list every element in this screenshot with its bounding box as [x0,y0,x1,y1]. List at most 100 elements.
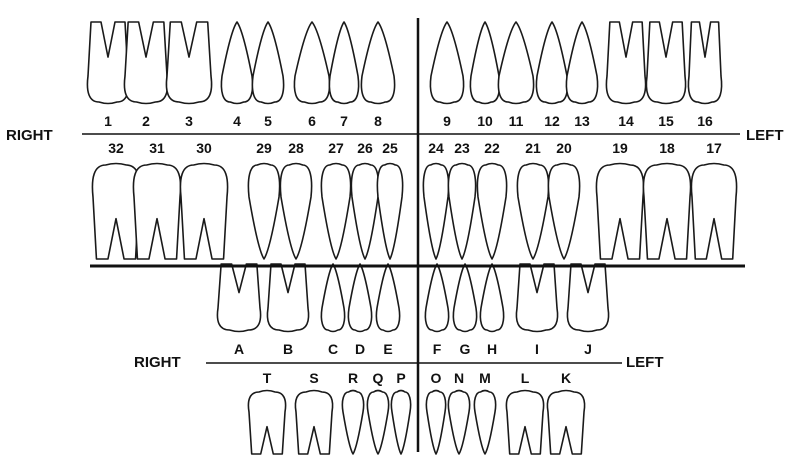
upper-permanent-tooth-label: 7 [340,113,348,129]
lower-permanent-tooth-18 [643,164,690,260]
upper-permanent-tooth-label: 2 [142,113,150,129]
lower-permanent-tooth-label: 18 [659,140,675,156]
lower-permanent-tooth-label: 31 [149,140,165,156]
upper-primary-tooth-label: D [355,341,365,357]
lower-permanent-tooth-25 [377,164,402,260]
upper-permanent-tooth-4 [221,22,252,104]
lower-primary-tooth-label: R [348,370,358,386]
lower-permanent-tooth-24 [423,164,448,260]
upper-permanent-tooth-label: 12 [544,113,560,129]
upper-permanent-tooth-7 [329,22,358,104]
lower-permanent-tooth-28 [280,164,311,260]
permanent-left-label: LEFT [746,127,784,144]
primary-left-label: LEFT [626,354,664,371]
upper-permanent-tooth-label: 11 [509,113,524,129]
lower-permanent-tooth-label: 29 [256,140,272,156]
upper-primary-tooth-I [516,264,557,332]
lower-permanent-tooth-26 [351,164,378,260]
lower-permanent-tooth-label: 21 [525,140,541,156]
lower-permanent-tooth-label: 23 [454,140,470,156]
upper-permanent-tooth-13 [566,22,597,104]
upper-primary-tooth-label: G [460,341,471,357]
upper-primary-tooth-E [376,264,399,332]
upper-primary-tooth-label: H [487,341,497,357]
lower-primary-tooth-O [426,391,445,455]
upper-permanent-tooth-label: 6 [308,113,316,129]
upper-primary-tooth-F [425,264,448,332]
upper-primary-tooth-label: E [383,341,392,357]
upper-permanent-tooth-9 [430,22,463,104]
upper-permanent-tooth-label: 13 [574,113,590,129]
upper-primary-tooth-label: I [535,341,539,357]
upper-primary-tooth-label: F [433,341,442,357]
lower-permanent-tooth-label: 20 [556,140,572,156]
upper-primary-tooth-label: C [328,341,338,357]
upper-permanent-tooth-3 [166,22,211,104]
upper-permanent-tooth-2 [124,22,167,104]
upper-permanent-tooth-5 [252,22,283,104]
upper-primary-tooth-A [217,264,260,332]
upper-permanent-tooth-label: 4 [233,113,241,129]
upper-primary-tooth-H [480,264,503,332]
permanent-right-label: RIGHT [6,127,53,144]
lower-permanent-tooth-20 [548,164,579,260]
lower-primary-tooth-L [506,391,543,455]
upper-permanent-tooth-label: 15 [658,113,674,129]
upper-permanent-tooth-label: 8 [374,113,382,129]
lower-primary-tooth-label: M [479,370,491,386]
lower-primary-tooth-label: N [454,370,464,386]
primary-right-label: RIGHT [134,354,181,371]
upper-permanent-tooth-16 [688,22,721,104]
lower-primary-tooth-label: O [431,370,442,386]
lower-primary-tooth-P [391,391,410,455]
upper-permanent-tooth-15 [646,22,685,104]
upper-permanent-tooth-10 [470,22,499,104]
lower-permanent-tooth-label: 25 [382,140,398,156]
upper-permanent-tooth-1 [87,22,128,104]
upper-permanent-tooth-label: 9 [443,113,451,129]
lower-permanent-tooth-32 [92,164,139,260]
lower-permanent-tooth-22 [477,164,506,260]
lower-permanent-tooth-label: 24 [428,140,444,156]
lower-permanent-tooth-label: 17 [706,140,722,156]
upper-permanent-tooth-12 [536,22,567,104]
upper-permanent-tooth-label: 10 [477,113,493,129]
lower-permanent-tooth-27 [321,164,350,260]
lower-permanent-tooth-label: 30 [196,140,212,156]
lower-primary-tooth-M [474,391,495,455]
lower-primary-tooth-K [547,391,584,455]
lower-primary-tooth-S [295,391,332,455]
upper-primary-tooth-label: A [234,341,244,357]
lower-primary-tooth-label: L [521,370,530,386]
lower-permanent-tooth-31 [133,164,180,260]
upper-primary-tooth-C [321,264,344,332]
lower-primary-tooth-R [342,391,363,455]
lower-permanent-tooth-label: 27 [328,140,344,156]
lower-permanent-tooth-label: 28 [288,140,304,156]
upper-primary-tooth-B [267,264,308,332]
upper-primary-tooth-G [453,264,476,332]
upper-permanent-tooth-label: 5 [264,113,272,129]
lower-primary-tooth-label: S [309,370,318,386]
upper-permanent-tooth-label: 14 [618,113,634,129]
lower-primary-tooth-T [248,391,285,455]
upper-primary-tooth-D [348,264,371,332]
upper-permanent-tooth-8 [361,22,394,104]
lower-permanent-tooth-label: 26 [357,140,373,156]
lower-primary-tooth-label: P [396,370,405,386]
lower-primary-tooth-label: Q [373,370,384,386]
lower-primary-tooth-N [448,391,469,455]
upper-permanent-tooth-6 [294,22,329,104]
lower-permanent-tooth-29 [248,164,279,260]
upper-permanent-tooth-14 [606,22,645,104]
upper-permanent-tooth-label: 16 [697,113,713,129]
teeth-layer [87,22,736,454]
upper-primary-tooth-label: B [283,341,293,357]
lower-permanent-tooth-17 [691,164,736,260]
lower-primary-tooth-label: K [561,370,571,386]
lower-permanent-tooth-23 [448,164,475,260]
upper-permanent-tooth-label: 1 [104,113,112,129]
lower-permanent-tooth-21 [517,164,548,260]
